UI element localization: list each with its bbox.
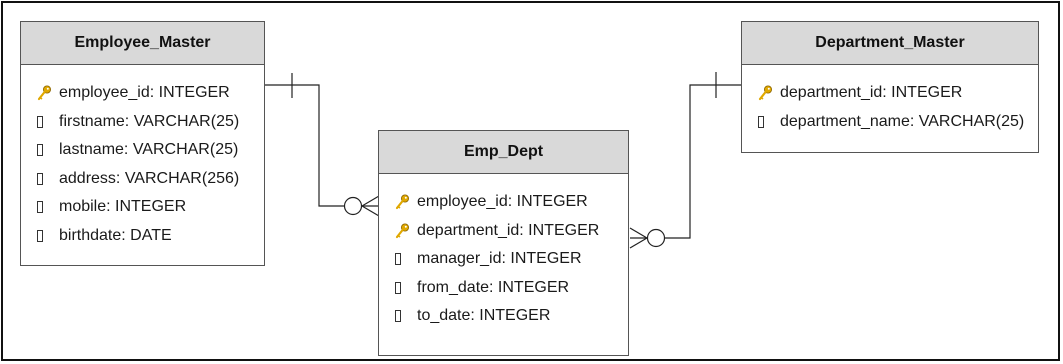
attribute-label: mobile: INTEGER	[59, 198, 187, 216]
attribute-list: employee_id: INTEGER firstname: VARCHAR(2…	[21, 65, 264, 250]
entity-department-master[interactable]: Department_Master department_id: INTEGER…	[741, 21, 1039, 153]
key-icon	[395, 223, 413, 239]
attribute-label: birthdate: DATE	[59, 226, 172, 244]
department-empdept-crowfoot-bottom	[629, 237, 648, 249]
column-icon	[37, 229, 55, 242]
attribute-label: address: VARCHAR(256)	[59, 169, 240, 187]
primary-key-attribute: department_id: INTEGER	[742, 79, 1038, 108]
attribute-list: employee_id: INTEGER department_id: INTEG…	[379, 174, 628, 331]
entity-employee-master[interactable]: Employee_Master employee_id: INTEGER firs…	[20, 21, 265, 266]
department-empdept-line	[665, 84, 741, 239]
entity-emp-dept[interactable]: Emp_Dept employee_id: INTEGER department_…	[378, 130, 629, 356]
employee-empdept-zero-mark	[343, 196, 363, 216]
attribute: birthdate: DATE	[21, 222, 264, 251]
attribute-label: to_date: INTEGER	[417, 307, 551, 325]
attribute-label: employee_id: INTEGER	[417, 193, 588, 211]
attribute: from_date: INTEGER	[379, 274, 628, 303]
attribute-label: manager_id: INTEGER	[417, 250, 582, 268]
primary-key-attribute: employee_id: INTEGER	[379, 188, 628, 217]
attribute-label: department_id: INTEGER	[780, 84, 963, 102]
entity-title: Employee_Master	[21, 22, 264, 65]
attribute: lastname: VARCHAR(25)	[21, 136, 264, 165]
attribute: department_name: VARCHAR(25)	[742, 108, 1038, 137]
attribute: mobile: INTEGER	[21, 193, 264, 222]
attribute-list: department_id: INTEGER department_name: V…	[742, 65, 1038, 136]
attribute-label: firstname: VARCHAR(25)	[59, 112, 240, 130]
attribute-label: employee_id: INTEGER	[59, 84, 230, 102]
attribute: to_date: INTEGER	[379, 302, 628, 331]
column-icon	[395, 253, 413, 266]
primary-key-attribute: employee_id: INTEGER	[21, 79, 264, 108]
key-icon	[37, 85, 55, 101]
attribute-label: from_date: INTEGER	[417, 278, 570, 296]
attribute: address: VARCHAR(256)	[21, 165, 264, 194]
employee-empdept-crowfoot-bottom	[361, 205, 380, 217]
employee-empdept-crowfoot-top	[361, 195, 380, 207]
employee-empdept-line	[264, 84, 345, 207]
attribute: firstname: VARCHAR(25)	[21, 108, 264, 137]
column-icon	[37, 115, 55, 128]
attribute: manager_id: INTEGER	[379, 245, 628, 274]
column-icon	[37, 172, 55, 185]
department-empdept-crowfoot-top	[629, 227, 648, 239]
attribute-label: department_id: INTEGER	[417, 221, 600, 239]
attribute-label: department_name: VARCHAR(25)	[780, 112, 1025, 130]
column-icon	[37, 144, 55, 157]
column-icon	[395, 281, 413, 294]
column-icon	[758, 115, 776, 128]
attribute-label: lastname: VARCHAR(25)	[59, 141, 239, 159]
entity-title: Department_Master	[742, 22, 1038, 65]
key-icon	[395, 194, 413, 210]
column-icon	[37, 201, 55, 214]
department-empdept-zero-mark	[646, 228, 666, 248]
entity-title: Emp_Dept	[379, 131, 628, 174]
key-icon	[758, 85, 776, 101]
column-icon	[395, 310, 413, 323]
primary-key-attribute: department_id: INTEGER	[379, 217, 628, 246]
